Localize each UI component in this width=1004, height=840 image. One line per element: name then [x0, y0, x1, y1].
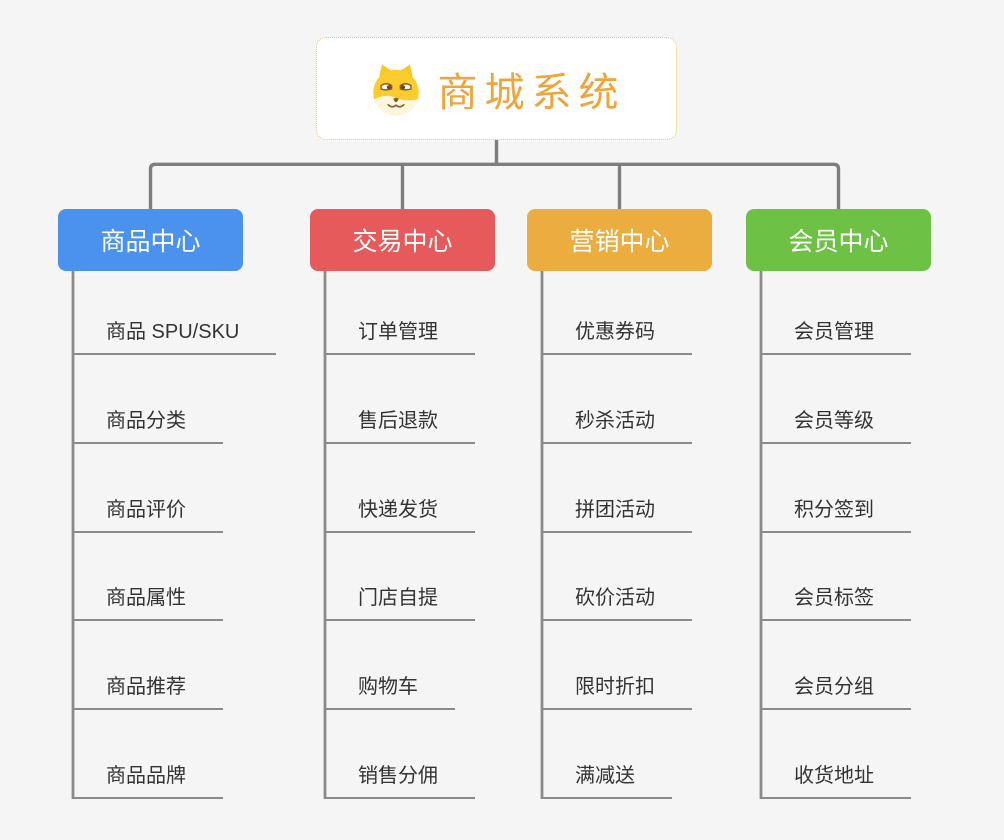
leaf-node[interactable]: 商品品牌 — [73, 764, 223, 799]
leaf-node[interactable]: 砍价活动 — [542, 586, 692, 621]
doge-icon — [372, 64, 419, 115]
leaf-node[interactable]: 收货地址 — [761, 764, 911, 799]
root-title: 商城系统 — [437, 70, 626, 115]
leaf-node[interactable]: 门店自提 — [325, 586, 475, 621]
root-node[interactable]: 商城系统 — [316, 37, 677, 140]
leaf-node[interactable]: 商品评价 — [73, 498, 223, 533]
branch-rail — [148, 162, 841, 209]
leaf-node[interactable]: 限时折扣 — [542, 675, 692, 710]
leaf-node[interactable]: 商品 SPU/SKU — [73, 320, 277, 355]
doge-eyes — [379, 82, 412, 91]
leaf-node[interactable]: 订单管理 — [325, 320, 475, 355]
branch-node-trade-center[interactable]: 交易中心 — [310, 209, 495, 271]
branch-node-marketing-center[interactable]: 营销中心 — [527, 209, 712, 271]
leaf-node[interactable]: 满减送 — [542, 764, 672, 799]
branch-node-product-center[interactable]: 商品中心 — [58, 209, 243, 271]
leaf-node[interactable]: 会员分组 — [761, 675, 911, 710]
leaf-node[interactable]: 会员管理 — [761, 320, 911, 355]
leaf-node[interactable]: 售后退款 — [325, 409, 475, 444]
leaf-node[interactable]: 购物车 — [325, 675, 455, 710]
leaf-node[interactable]: 秒杀活动 — [542, 409, 692, 444]
leaf-node[interactable]: 优惠券码 — [542, 320, 692, 355]
leaf-node[interactable]: 积分签到 — [761, 498, 911, 533]
leaf-node[interactable]: 商品分类 — [73, 409, 223, 444]
leaf-node[interactable]: 商品属性 — [73, 586, 223, 621]
leaf-node[interactable]: 会员标签 — [761, 586, 911, 621]
leaf-node[interactable]: 会员等级 — [761, 409, 911, 444]
branch-node-member-center[interactable]: 会员中心 — [746, 209, 931, 271]
leaf-node[interactable]: 快递发货 — [325, 498, 475, 533]
leaf-node[interactable]: 拼团活动 — [542, 498, 692, 533]
leaf-node[interactable]: 商品推荐 — [73, 675, 223, 710]
leaf-node[interactable]: 销售分佣 — [325, 764, 475, 799]
